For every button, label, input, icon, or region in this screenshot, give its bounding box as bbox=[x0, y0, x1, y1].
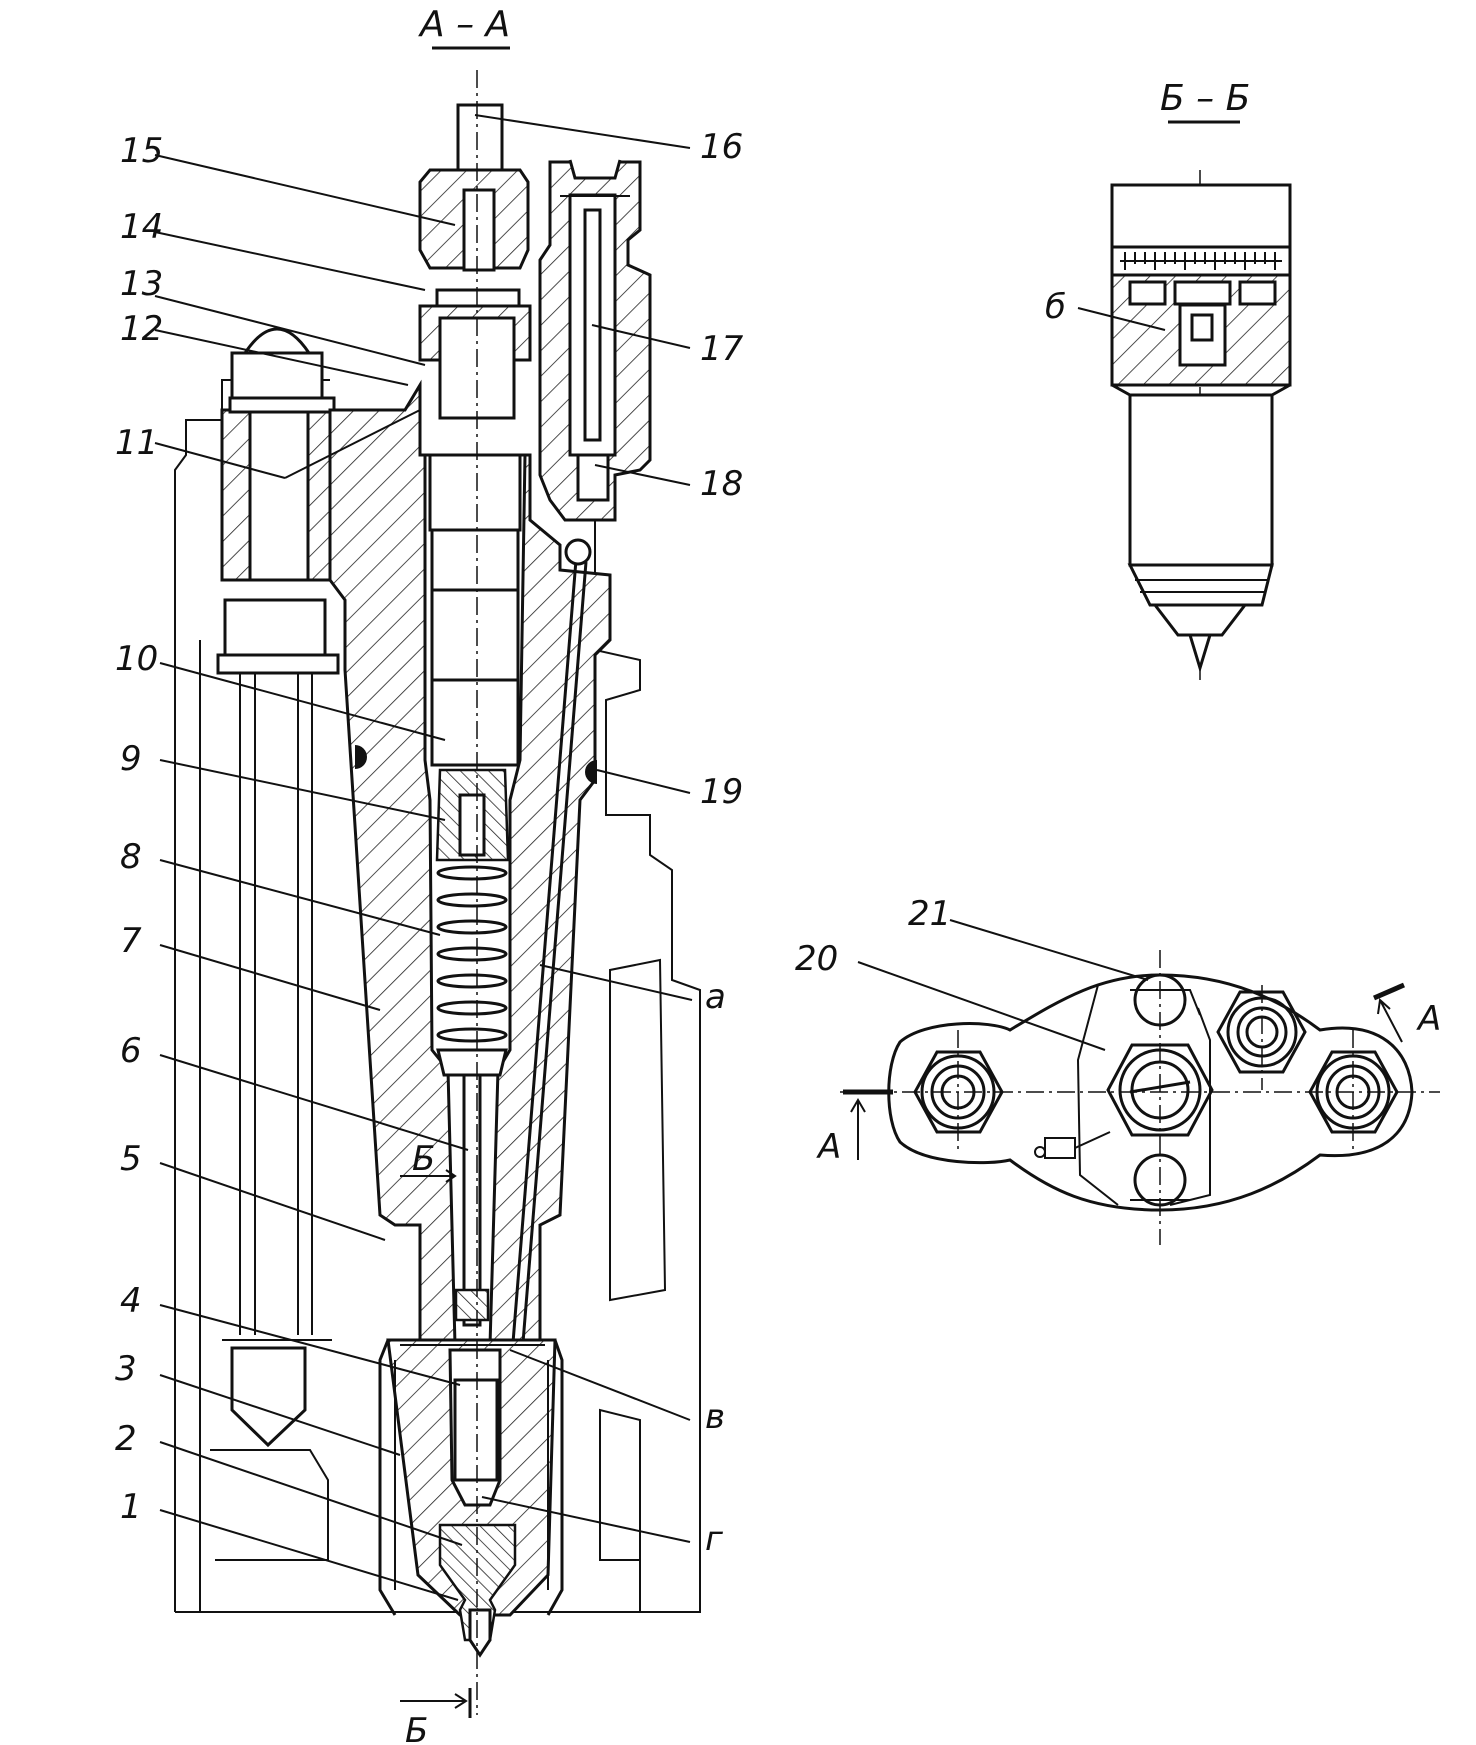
labels-right: 16 17 18 19 а в г bbox=[700, 127, 744, 1559]
leader-lines bbox=[154, 114, 693, 1601]
marker-a-right: А bbox=[1416, 999, 1441, 1039]
side-fitting bbox=[538, 159, 652, 522]
part-label-6: 6 bbox=[120, 1031, 142, 1071]
oring-19 bbox=[585, 760, 597, 784]
detail-nozzle-body bbox=[1128, 393, 1274, 567]
part-label-12: 12 bbox=[120, 309, 163, 349]
detail-upper-body bbox=[1110, 183, 1292, 249]
channel-ball bbox=[564, 538, 592, 566]
part-label-13: 13 bbox=[120, 264, 163, 304]
channel-label-g: г bbox=[705, 1519, 724, 1559]
inner-marker-arrow bbox=[400, 1169, 457, 1183]
spring-stack bbox=[435, 768, 510, 1327]
section-marker-arrow bbox=[400, 1693, 468, 1709]
part-label-1: 1 bbox=[120, 1487, 142, 1527]
part-label-8: 8 bbox=[120, 837, 142, 877]
oring-left bbox=[355, 745, 367, 769]
part-label-21: 21 bbox=[908, 894, 951, 934]
section-a-a-title: А – А bbox=[418, 4, 510, 45]
section-a-a: А – А bbox=[115, 4, 744, 1745]
nut-left bbox=[913, 1050, 1004, 1134]
part-label-10: 10 bbox=[115, 639, 158, 679]
nut-upper bbox=[1216, 990, 1307, 1074]
section-marker-bottom: Б bbox=[405, 1711, 428, 1745]
upper-fitting bbox=[418, 103, 532, 767]
plan-view: А А 21 20 bbox=[795, 894, 1441, 1245]
nozzle-assembly bbox=[378, 1338, 564, 1658]
part-label-16: 16 bbox=[700, 127, 743, 167]
part-label-4: 4 bbox=[120, 1281, 142, 1321]
part-label-20: 20 bbox=[795, 939, 838, 979]
cylinder-head-inner-right bbox=[599, 958, 667, 1612]
central-fitting bbox=[1034, 973, 1214, 1207]
part-label-17: 17 bbox=[700, 329, 744, 369]
part-label-18: 18 bbox=[700, 464, 743, 504]
flange-outline bbox=[887, 973, 1414, 1212]
section-b-b: Б – Б б bbox=[1045, 78, 1292, 680]
part-label-19: 19 bbox=[700, 772, 743, 812]
spring bbox=[436, 865, 508, 1043]
part-label-11: 11 bbox=[115, 423, 158, 463]
part-label-9: 9 bbox=[120, 739, 142, 779]
nut-right bbox=[1308, 1050, 1399, 1134]
part-label-7: 7 bbox=[120, 921, 142, 961]
fuel-channel-a bbox=[510, 559, 578, 1356]
part-label-5: 5 bbox=[120, 1139, 142, 1179]
part-label-15: 15 bbox=[120, 131, 163, 171]
part-label-2: 2 bbox=[115, 1419, 137, 1459]
section-a-arrows: А А bbox=[816, 982, 1441, 1167]
labels-left: 15 14 13 12 11 10 9 8 7 6 5 4 3 2 1 bbox=[115, 131, 163, 1527]
part-label-14: 14 bbox=[120, 207, 163, 247]
channel-label-a: а bbox=[705, 977, 726, 1017]
channel-label-v: в bbox=[705, 1397, 725, 1437]
part-label-3: 3 bbox=[115, 1349, 137, 1389]
cylinder-head-inner-left bbox=[199, 640, 329, 1612]
marker-a-left: А bbox=[816, 1127, 841, 1167]
section-marker-inner: Б bbox=[412, 1139, 435, 1179]
channel-label-b: б bbox=[1045, 287, 1066, 327]
section-b-b-title: Б – Б bbox=[1160, 78, 1250, 119]
stud-assembly bbox=[216, 327, 340, 1448]
